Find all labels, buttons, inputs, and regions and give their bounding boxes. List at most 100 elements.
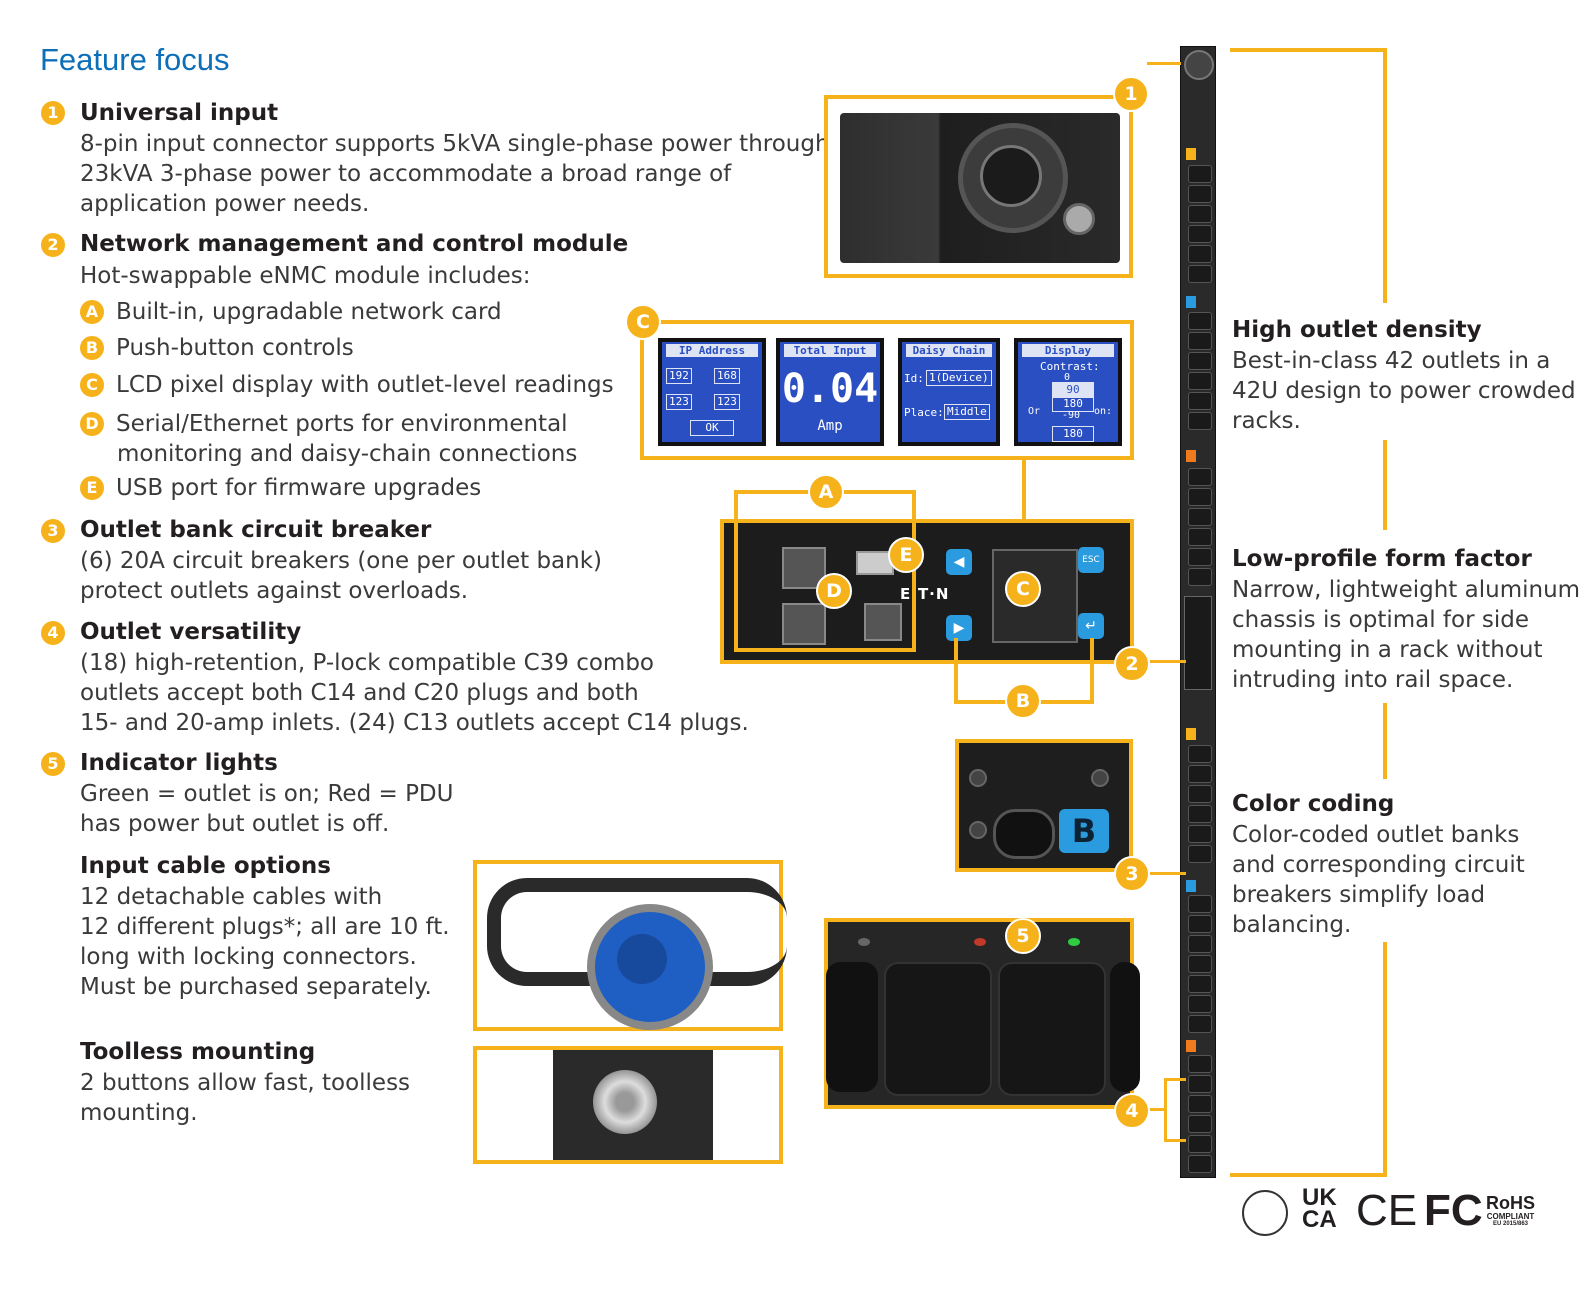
photo-input-connector <box>824 95 1133 278</box>
callout-4: 4 <box>1114 1093 1150 1129</box>
feature-1-title: Universal input <box>80 100 279 126</box>
sub-badge-b: B <box>80 336 104 360</box>
pdu-outlet <box>1188 468 1212 486</box>
pdu-control-module <box>1184 596 1212 690</box>
pdu-outlet <box>1188 528 1212 546</box>
pdu-outlet <box>1188 955 1212 973</box>
pdu-outlet <box>1188 1155 1212 1173</box>
pdu-outlet <box>1188 185 1212 203</box>
feature-3-body: (6) 20A circuit breakers (one per outlet… <box>80 548 603 604</box>
ce-mark: CE <box>1356 1186 1418 1235</box>
eaton-logo: E·T·N <box>900 585 950 603</box>
fc-mark: FC <box>1424 1186 1483 1235</box>
enter-button: ↵ <box>1078 613 1104 639</box>
pdu-outlet <box>1188 805 1212 823</box>
photo-toolless-mounting <box>473 1046 783 1164</box>
pdu-outlet <box>1188 372 1212 390</box>
ethernet-port-2 <box>782 603 826 645</box>
pdu-outlet <box>1188 1115 1212 1133</box>
callout-d: D <box>816 573 852 609</box>
feature-2-body: Hot-swappable eNMC module includes: <box>80 263 531 289</box>
feature-1-body: 8-pin input connector supports 5kVA sing… <box>80 131 830 217</box>
sub-badge-a: A <box>80 300 104 324</box>
pdu-outlet <box>1188 352 1212 370</box>
esc-button: ESC <box>1078 547 1104 573</box>
feature-2-title: Network management and control module <box>80 231 629 257</box>
callout-e: E <box>888 537 924 573</box>
pdu-outlet <box>1188 508 1212 526</box>
pdu-outlet <box>1188 1135 1212 1153</box>
lcd-ip-address: IP Address 192 168 123 123 OK <box>658 338 766 446</box>
sub-badge-d: D <box>80 412 104 436</box>
pdu-outlet <box>1188 995 1212 1013</box>
feature-3-badge: 3 <box>41 519 65 543</box>
pdu-outlet <box>1188 245 1212 263</box>
pdu-outlet <box>1188 765 1212 783</box>
pdu-outlet <box>1188 785 1212 803</box>
pdu-outlet <box>1188 225 1212 243</box>
pdu-outlet <box>1188 165 1212 183</box>
callout-2: 2 <box>1114 646 1150 682</box>
bracket-right-4 <box>1383 942 1387 1177</box>
callout-b: B <box>1005 683 1041 719</box>
tuv-mark-icon <box>1242 1190 1288 1236</box>
pdu-outlet <box>1188 845 1212 863</box>
callout-4-bracket-bottom <box>1164 1139 1186 1142</box>
callout-c-module: C <box>1005 571 1041 607</box>
pdu-outlet <box>1188 392 1212 410</box>
bracket-bottom <box>1230 1173 1387 1177</box>
right-feature-1-body: Best-in-class 42 outlets in a 42U design… <box>1232 348 1576 434</box>
pdu-outlet <box>1188 935 1212 953</box>
pdu-outlet <box>1188 312 1212 330</box>
pdu-outlet <box>1188 825 1212 843</box>
photo-outlets <box>824 918 1140 1109</box>
rohs-mark: RoHS COMPLIANT EU 2015/863 <box>1486 1193 1535 1227</box>
right-feature-3-title: Color coding <box>1232 791 1395 817</box>
bracket-b-right <box>1090 638 1094 704</box>
bank-color-blue-1 <box>1186 296 1196 308</box>
lcd-total-input: Total Input 0.04 Amp <box>776 338 884 446</box>
callout-4-line <box>1150 1108 1166 1111</box>
pdu-outlet <box>1188 975 1212 993</box>
pdu-outlet <box>1188 1075 1212 1093</box>
callout-c-line <box>1022 460 1026 560</box>
right-feature-1-title: High outlet density <box>1232 317 1482 343</box>
sub-badge-e: E <box>80 476 104 500</box>
callout-1: 1 <box>1113 76 1149 112</box>
pdu-outlet <box>1188 895 1212 913</box>
bracket-b-left <box>954 638 958 704</box>
bracket-right-2 <box>1383 440 1387 530</box>
callout-4-bracket <box>1164 1078 1167 1142</box>
pdu-input-connector <box>1184 50 1214 80</box>
callout-a: A <box>808 474 844 510</box>
bank-color-orange-2 <box>1186 1040 1196 1052</box>
pdu-outlet <box>1188 568 1212 586</box>
callout-1-line <box>1147 62 1181 65</box>
input-cable-body: 12 detachable cables with 12 different p… <box>80 884 450 1000</box>
callout-5: 5 <box>1005 918 1041 954</box>
bracket-a-left-down <box>734 518 738 652</box>
callout-3: 3 <box>1114 856 1150 892</box>
pdu-outlet <box>1188 265 1212 283</box>
sub-badge-c: C <box>80 373 104 397</box>
bracket-right-3 <box>1383 703 1387 779</box>
pdu-outlet <box>1188 915 1212 933</box>
left-button: ◀ <box>946 549 972 575</box>
pdu-outlet <box>1188 1015 1212 1033</box>
photo-control-module: E·T·N ◀ ▶ ESC ↵ <box>720 519 1134 664</box>
toolless-title: Toolless mounting <box>80 1039 316 1065</box>
pdu-outlet <box>1188 1095 1212 1113</box>
feature-1-badge: 1 <box>41 101 65 125</box>
bracket-a-right-down <box>912 518 916 652</box>
bracket-a-bottom <box>734 648 916 652</box>
bank-color-yellow-1 <box>1186 148 1196 160</box>
feature-4-body: (18) high-retention, P-lock compatible C… <box>80 650 749 736</box>
feature-4-title: Outlet versatility <box>80 619 302 645</box>
photo-input-cable <box>473 860 787 1031</box>
bracket-top <box>1230 48 1387 52</box>
pdu-outlet <box>1188 548 1212 566</box>
